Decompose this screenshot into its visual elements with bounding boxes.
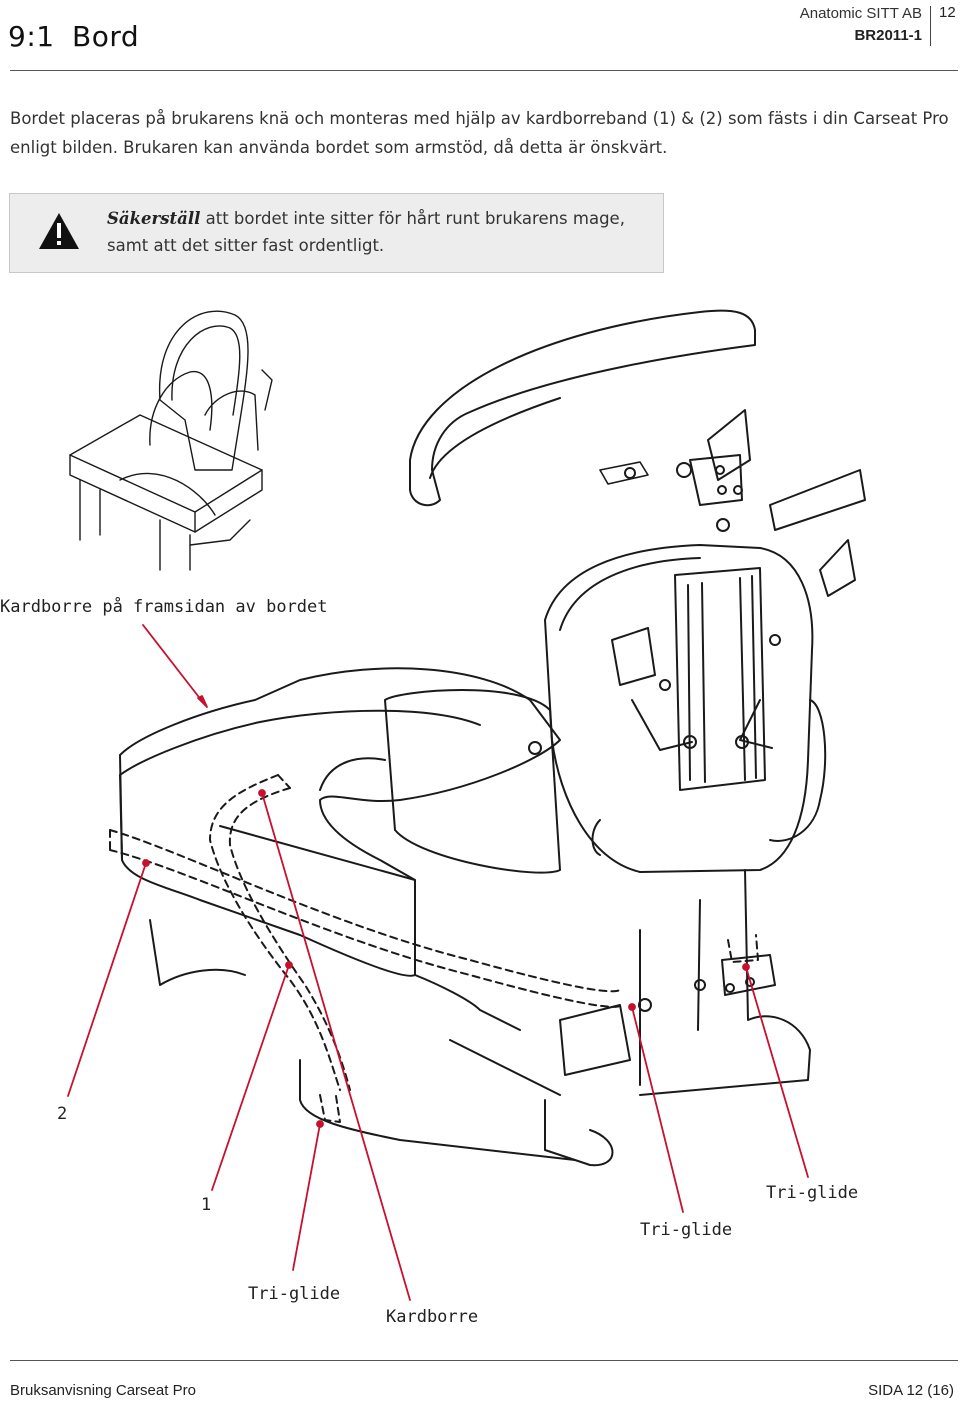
seat-cushion: [384, 689, 561, 874]
seat-table-illustration: [67, 309, 866, 1301]
footer-manual-title: Bruksanvisning Carseat Pro: [10, 1382, 196, 1399]
page-title: 9:1 Bord: [8, 20, 139, 53]
warning-triangle-icon: [39, 213, 79, 249]
label-triglide-a: Tri-glide: [248, 1284, 341, 1304]
footer-page-label: SIDA 12 (16): [868, 1382, 954, 1399]
label-velcro: Kardborre: [386, 1307, 479, 1327]
company-name: Anatomic SITT AB: [799, 5, 922, 22]
document-id: BR2011-1: [854, 27, 922, 44]
velcro-straps: [109, 774, 759, 1123]
table-tray: [119, 667, 561, 1031]
warning-body: att bordet inte sitter för hårt runt bru…: [107, 209, 625, 255]
thumbnail-seat-icon: [69, 310, 273, 571]
strap-2-leader: [67, 862, 147, 1097]
seat-back: [528, 539, 856, 873]
callout-lines: [67, 624, 809, 1301]
upper-strap: [769, 469, 866, 531]
label-triglide-b: Tri-glide: [640, 1220, 733, 1240]
triglide-b-leader: [631, 1006, 684, 1213]
warning-bold-lead: Säkerställ: [107, 209, 201, 228]
triglide-c-leader: [745, 966, 809, 1178]
section-title: Bord: [72, 20, 140, 53]
seat-frame: [149, 869, 811, 1167]
warning-box: [9, 193, 664, 273]
header-page-number: 12: [939, 4, 956, 21]
strap-1-leader: [211, 964, 290, 1191]
velcro-front-leader: [142, 624, 206, 706]
triglide-a-leader: [292, 1123, 321, 1271]
label-strap-1: 1: [201, 1195, 212, 1215]
label-strap-2: 2: [57, 1104, 68, 1124]
section-number: 9:1: [8, 20, 55, 53]
intro-paragraph: Bordet placeras på brukarens knä och mon…: [10, 109, 949, 157]
warning-text: Säkerställ att bordet inte sitter för hå…: [107, 205, 657, 259]
header-divider: [930, 6, 931, 46]
headrest: [409, 309, 756, 507]
header-rule: [10, 70, 958, 71]
footer-rule: [10, 1360, 958, 1361]
label-velcro-front: Kardborre på framsidan av bordet: [0, 597, 328, 617]
velcro-leader: [261, 792, 411, 1301]
label-triglide-c: Tri-glide: [766, 1183, 859, 1203]
strap-screw: [716, 518, 730, 532]
